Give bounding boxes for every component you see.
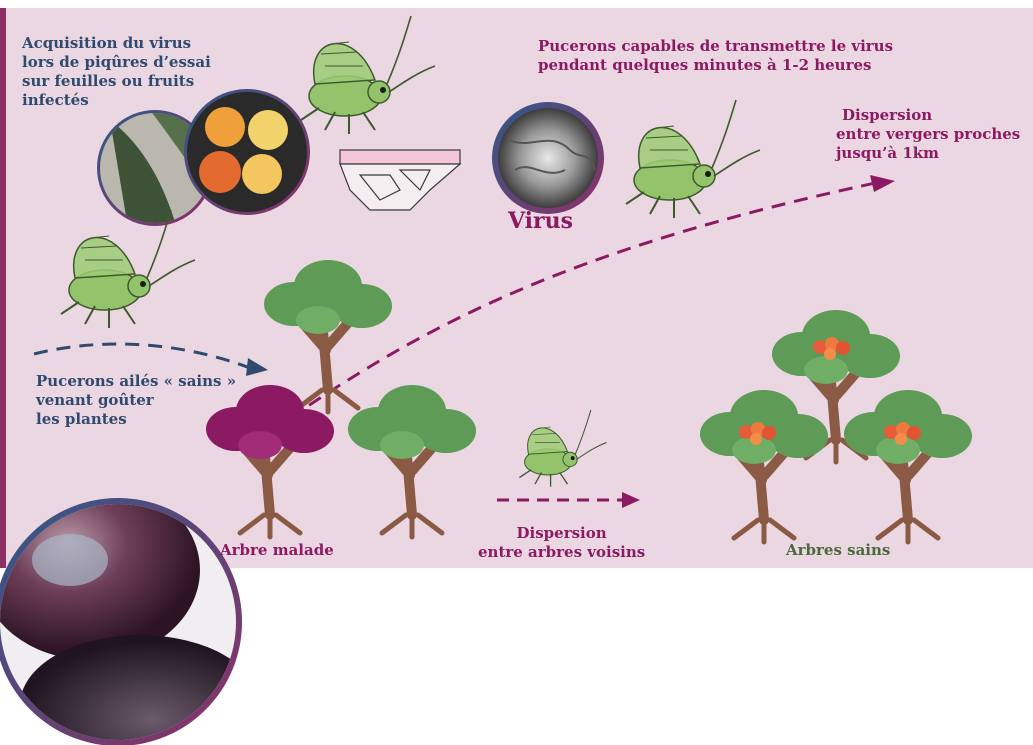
far-dispersion-label: Dispersion entre vergers proches jusqu’à… (836, 106, 1020, 163)
healthy-trees-label: Arbres sains (786, 541, 890, 560)
healthy-tree-icon (700, 390, 828, 542)
transmission-label: Pucerons capables de transmettre le viru… (538, 37, 893, 75)
tree-icon (348, 385, 476, 537)
near-dispersion-label: Dispersion entre arbres voisins (478, 524, 645, 562)
aphid-icon (301, 16, 435, 134)
plum-photo (0, 480, 260, 745)
aphid-icon (626, 100, 760, 218)
leaf-tissue-drawing (340, 150, 460, 210)
arrow-near-dispersion (497, 492, 640, 508)
virus-micrograph (492, 102, 604, 214)
aphid-icon (61, 210, 195, 328)
healthy-aphids-label: Pucerons ailés « sains » venant goûter l… (36, 372, 236, 429)
healthy-tree-icon (844, 390, 972, 542)
virus-label: Virus (508, 212, 573, 231)
sick-tree-label: Arbre malade (220, 541, 334, 560)
acquisition-label: Acquisition du virus lors de piqûres d’e… (22, 34, 211, 110)
aphid-icon (519, 410, 606, 487)
